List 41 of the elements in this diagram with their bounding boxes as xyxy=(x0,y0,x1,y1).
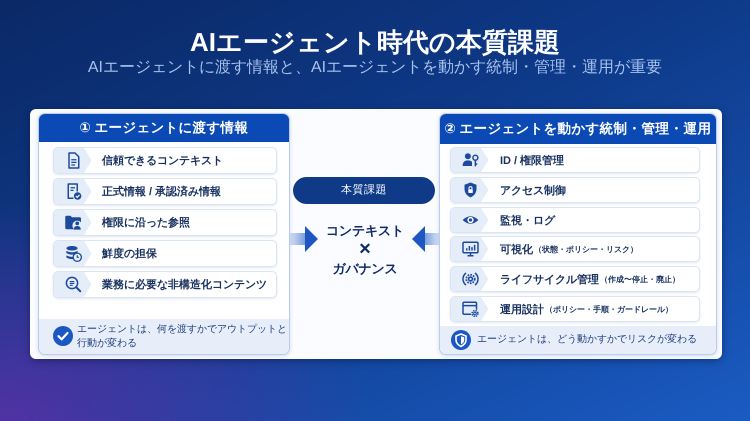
item-label: 可視化 xyxy=(500,242,533,256)
list-item xyxy=(53,178,277,205)
list-item xyxy=(53,209,277,236)
item-note: （作成〜停止・廃止） xyxy=(600,274,680,284)
panel-heading: ② エージェントを動かす統制・管理・運用 xyxy=(440,114,716,144)
panel xyxy=(38,113,290,355)
list-item xyxy=(450,207,700,233)
list-item xyxy=(450,266,700,292)
note-band xyxy=(39,319,289,354)
arrow xyxy=(290,226,318,252)
item-label: 信頼できるコンテキスト xyxy=(102,154,223,168)
list-item xyxy=(450,147,700,173)
item-note: （状態・ポリシー・リスク） xyxy=(534,244,638,254)
times-sign: × xyxy=(359,240,371,258)
item-label: 運用設計 xyxy=(500,302,544,316)
list-item xyxy=(53,147,277,174)
panel-heading: ① エージェントに渡す情報 xyxy=(39,114,289,142)
item-label: 正式情報 / 承認済み情報 xyxy=(102,184,222,199)
list-item xyxy=(450,296,700,322)
panel xyxy=(439,113,717,355)
list-item xyxy=(450,236,700,262)
subtitle: AIエージェントに渡す情報と、AIエージェントを動かす統制・管理・運用が重要 xyxy=(88,58,662,78)
note-text: エージェントは、何を渡すかでアウトプットと行動が変わる xyxy=(77,322,288,350)
title: AIエージェント時代の本質課題 xyxy=(190,26,560,58)
keyword: ガバナンス xyxy=(332,260,398,278)
label-pill: 本質課題 xyxy=(293,177,435,204)
list-item xyxy=(450,177,700,203)
list-item xyxy=(53,271,277,298)
item-label: 鮮度の担保 xyxy=(102,246,157,261)
note-band xyxy=(440,326,716,354)
item-label: 業務に必要な非構造化コンテンツ xyxy=(102,278,267,292)
item-label: 権限に沿った参照 xyxy=(102,216,190,230)
item-label: 監視・ログ xyxy=(500,214,555,228)
item-note: （ポリシー・手順・ガードレール） xyxy=(545,304,673,314)
item-label: ID / 権限管理 xyxy=(500,154,564,168)
item-label: ライフサイクル管理 xyxy=(500,272,599,286)
note-text: エージェントは、どう動かすかでリスクが変わる xyxy=(477,332,698,347)
item-label: アクセス制御 xyxy=(500,184,566,198)
arrow xyxy=(412,226,439,252)
list-item xyxy=(53,240,277,267)
keyword: コンテキスト xyxy=(326,222,404,240)
